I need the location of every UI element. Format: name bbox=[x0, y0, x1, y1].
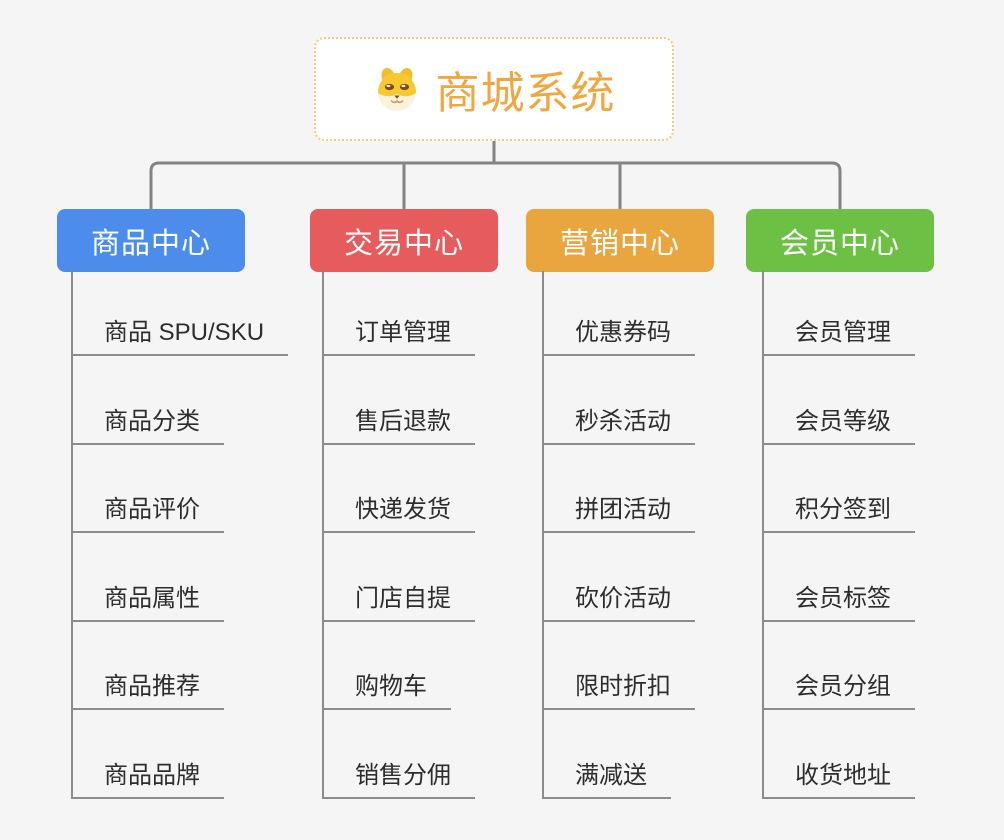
leaf-topic[interactable]: 商品分类 bbox=[71, 407, 224, 445]
leaf-topic[interactable]: 满减送 bbox=[542, 761, 671, 799]
branch-spine-product-center bbox=[71, 271, 73, 799]
leaf-topic[interactable]: 门店自提 bbox=[322, 584, 475, 622]
branch-topic-label: 商品中心 bbox=[90, 227, 211, 260]
leaf-topic[interactable]: 会员管理 bbox=[762, 318, 915, 356]
leaf-topic[interactable]: 会员分组 bbox=[762, 672, 915, 710]
branch-topic-label: 会员中心 bbox=[779, 227, 900, 260]
branch-spine-trade-center bbox=[322, 271, 324, 799]
branch-topic-product-center[interactable]: 商品中心 bbox=[57, 209, 245, 272]
leaf-topic[interactable]: 秒杀活动 bbox=[542, 407, 695, 445]
branch-spine-marketing-center bbox=[542, 271, 544, 799]
dog-face-icon bbox=[377, 67, 416, 111]
leaf-topic[interactable]: 限时折扣 bbox=[542, 672, 695, 710]
leaf-topic[interactable]: 优惠券码 bbox=[542, 318, 695, 356]
leaf-topic[interactable]: 销售分佣 bbox=[322, 761, 475, 799]
leaf-topic[interactable]: 商品评价 bbox=[71, 495, 224, 533]
branch-topic-marketing-center[interactable]: 营销中心 bbox=[526, 209, 714, 272]
leaf-topic[interactable]: 购物车 bbox=[322, 672, 451, 710]
leaf-topic[interactable]: 会员标签 bbox=[762, 584, 915, 622]
leaf-topic[interactable]: 会员等级 bbox=[762, 407, 915, 445]
root-topic[interactable]: 商城系统 bbox=[314, 37, 674, 141]
leaf-topic[interactable]: 订单管理 bbox=[322, 318, 475, 356]
leaf-topic[interactable]: 商品 SPU/SKU bbox=[71, 318, 289, 356]
leaf-topic[interactable]: 拼团活动 bbox=[542, 495, 695, 533]
leaf-topic[interactable]: 砍价活动 bbox=[542, 584, 695, 622]
leaf-topic[interactable]: 商品属性 bbox=[71, 584, 224, 622]
branch-topic-label: 营销中心 bbox=[559, 227, 680, 260]
leaf-topic[interactable]: 售后退款 bbox=[322, 407, 475, 445]
branch-spine-member-center bbox=[762, 271, 764, 799]
leaf-topic[interactable]: 积分签到 bbox=[762, 495, 915, 533]
branch-topic-member-center[interactable]: 会员中心 bbox=[746, 209, 934, 272]
branch-topic-trade-center[interactable]: 交易中心 bbox=[310, 209, 498, 272]
root-topic-label: 商城系统 bbox=[435, 69, 616, 118]
branch-topic-label: 交易中心 bbox=[343, 227, 464, 260]
leaf-topic[interactable]: 商品品牌 bbox=[71, 761, 224, 799]
leaf-topic[interactable]: 商品推荐 bbox=[71, 672, 224, 710]
leaf-topic[interactable]: 收货地址 bbox=[762, 761, 915, 799]
leaf-topic[interactable]: 快递发货 bbox=[322, 495, 475, 533]
